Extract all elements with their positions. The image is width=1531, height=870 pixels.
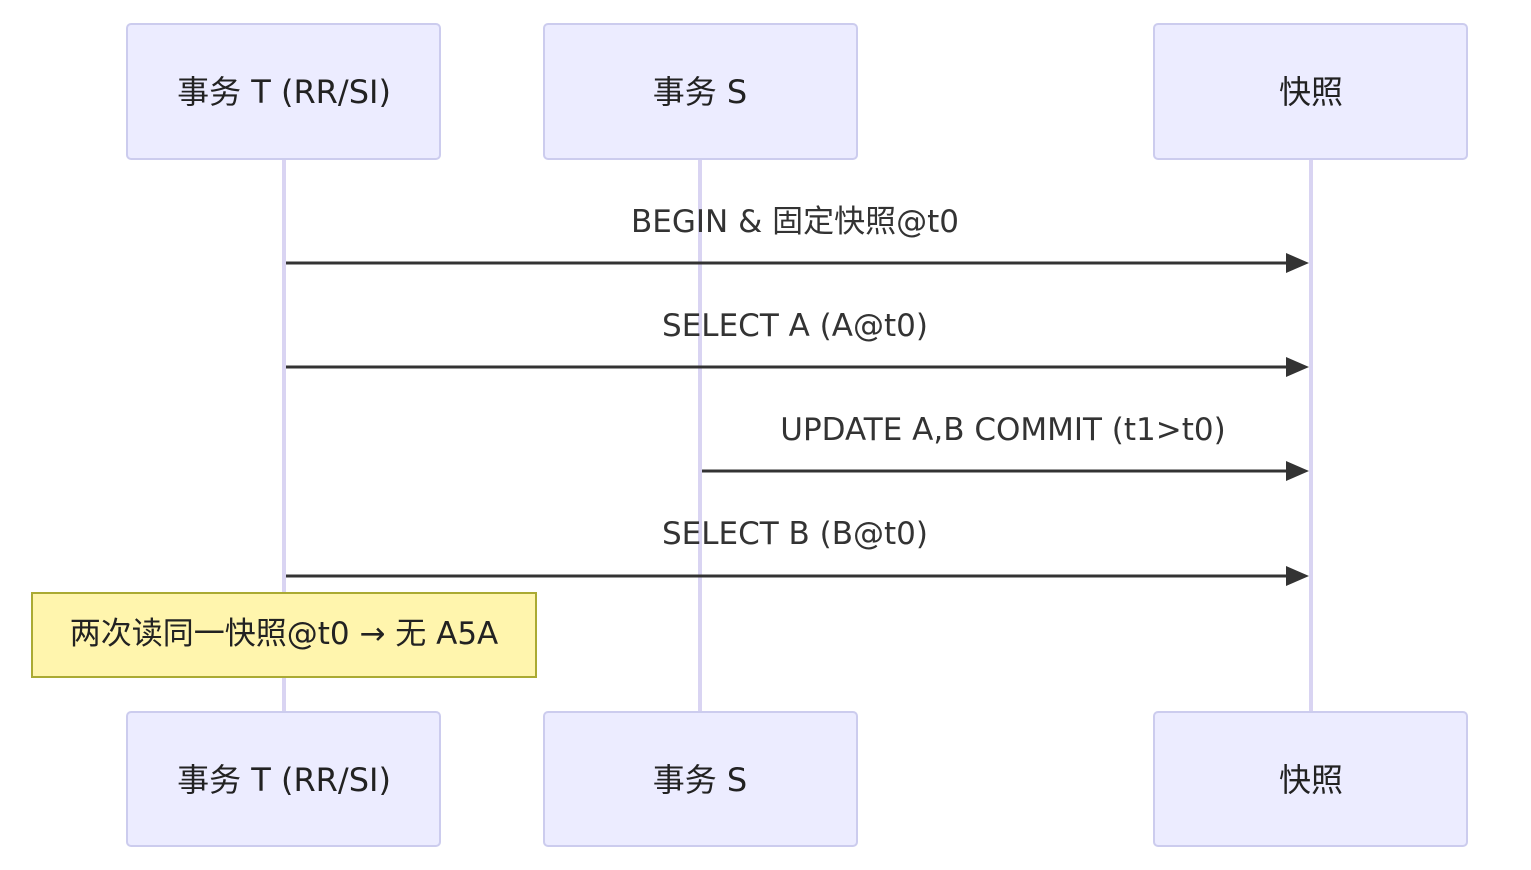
actor-bottom-transaction-s-label: 事务 S xyxy=(653,761,748,799)
message-select-a-arrowhead xyxy=(1286,357,1309,377)
note-text: 两次读同一快照@t0 → 无 A5A xyxy=(70,616,499,652)
message-select-b: SELECT B (B@t0) xyxy=(286,516,1309,586)
message-select-a-label: SELECT A (A@t0) xyxy=(662,308,928,344)
message-select-b-arrowhead xyxy=(1286,566,1309,586)
message-select-b-label: SELECT B (B@t0) xyxy=(662,516,928,552)
note-over-transaction-t: 两次读同一快照@t0 → 无 A5A xyxy=(31,592,537,678)
actor-top-transaction-t: 事务 T (RR/SI) xyxy=(126,23,441,160)
actor-top-transaction-s-label: 事务 S xyxy=(653,73,748,111)
actor-top-snapshot: 快照 xyxy=(1153,23,1468,160)
actor-top-transaction-t-label: 事务 T (RR/SI) xyxy=(177,73,391,111)
message-update-commit-arrowhead xyxy=(1286,461,1309,481)
actor-bottom-snapshot: 快照 xyxy=(1153,711,1468,847)
message-select-a: SELECT A (A@t0) xyxy=(286,308,1309,377)
actor-top-snapshot-label: 快照 xyxy=(1279,73,1343,111)
message-update-commit: UPDATE A,B COMMIT (t1>t0) xyxy=(702,412,1309,481)
actor-bottom-transaction-t: 事务 T (RR/SI) xyxy=(126,711,441,847)
actor-top-transaction-s: 事务 S xyxy=(543,23,858,160)
message-begin: BEGIN & 固定快照@t0 xyxy=(286,204,1309,273)
actor-bottom-transaction-s: 事务 S xyxy=(543,711,858,847)
actor-bottom-snapshot-label: 快照 xyxy=(1279,761,1343,799)
message-begin-label: BEGIN & 固定快照@t0 xyxy=(631,204,959,240)
message-begin-arrowhead xyxy=(1286,253,1309,273)
message-update-commit-label: UPDATE A,B COMMIT (t1>t0) xyxy=(780,412,1225,448)
actor-bottom-transaction-t-label: 事务 T (RR/SI) xyxy=(177,761,391,799)
